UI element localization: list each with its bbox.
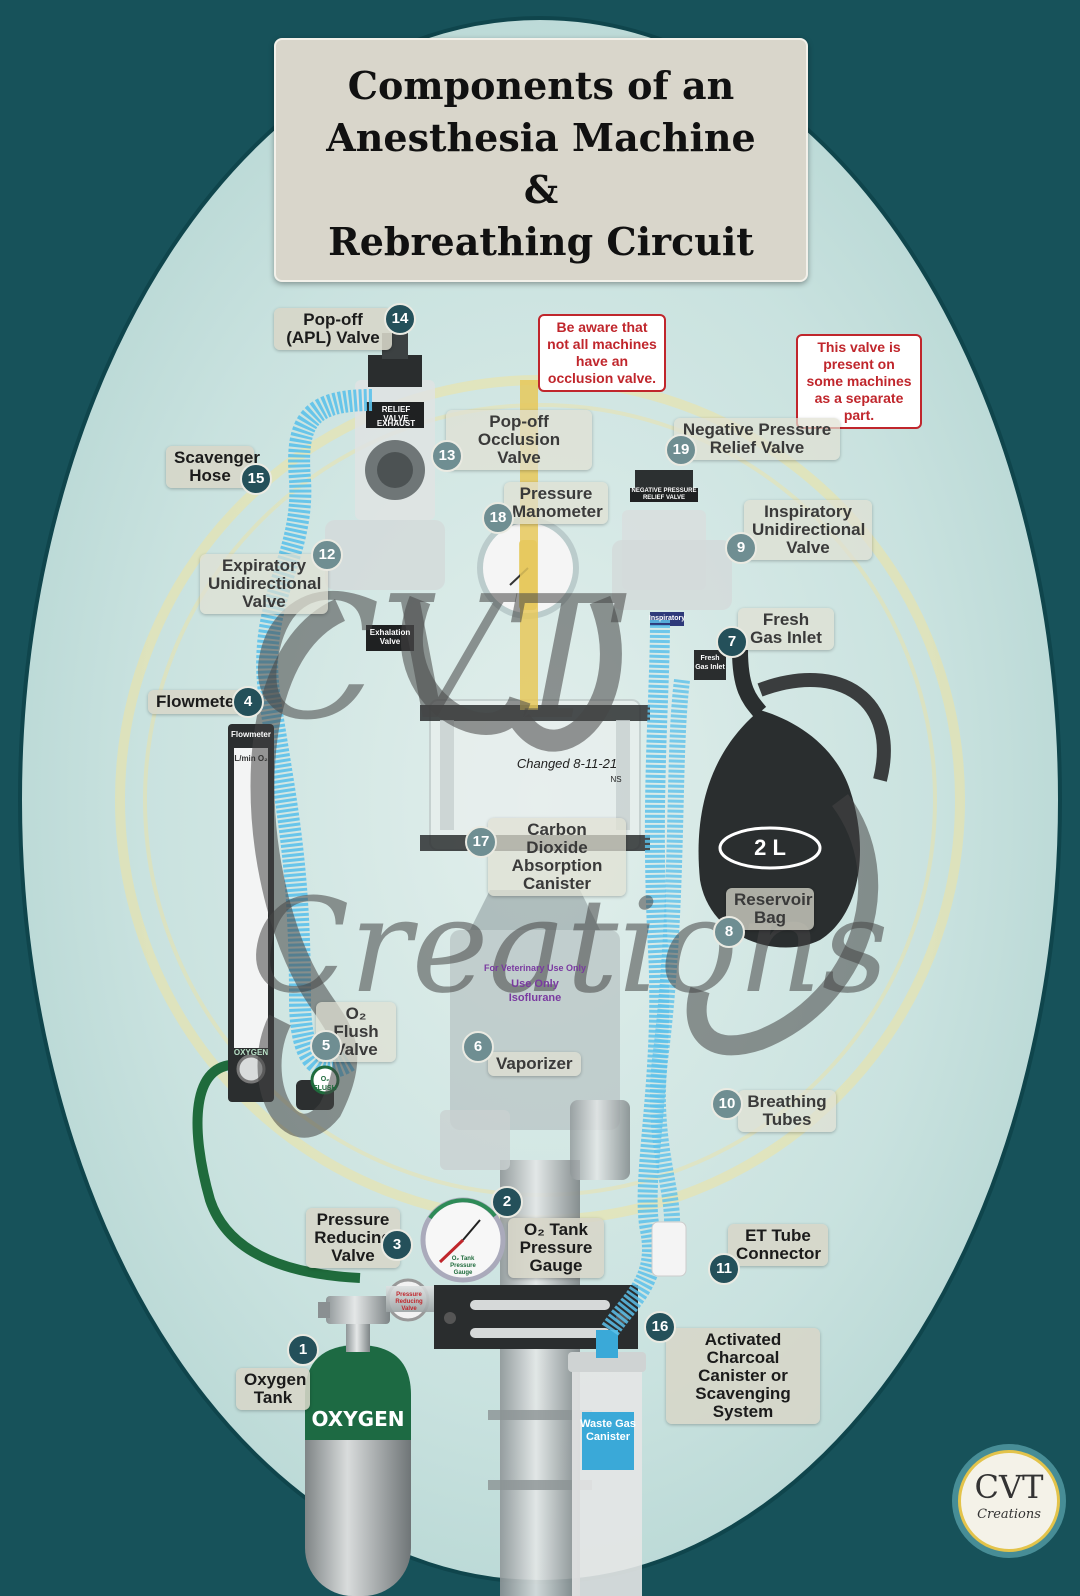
badge-6: 6 (462, 1031, 494, 1063)
label-breathing-tubes: Breathing Tubes (738, 1090, 836, 1132)
occlusion-note: Be aware that not all machines have an o… (538, 314, 666, 392)
vaporizer-use: For Veterinary Use Only (483, 963, 587, 973)
label-scavenger-hose: Scavenger Hose (166, 446, 260, 488)
label-o2-tank-pressure-gauge: O₂ Tank Pressure Gauge (508, 1218, 604, 1278)
canister-initials: NS (610, 775, 622, 784)
badge-14: 14 (384, 303, 416, 335)
badge-9: 9 (725, 532, 757, 564)
cvt-creations-logo: CVT Creations (958, 1450, 1060, 1552)
negative-pressure-tag: NEGATIVE PRESSURE RELIEF VALVE (631, 488, 697, 501)
badge-11: 11 (708, 1253, 740, 1285)
label-fresh-gas-inlet: Fresh Gas Inlet (738, 608, 834, 650)
badge-12: 12 (311, 539, 343, 571)
label-oxygen-tank: Oxygen Tank (236, 1368, 310, 1410)
title-line-2: Anesthesia Machine (326, 115, 756, 160)
logo-line2: Creations (977, 1507, 1041, 1522)
label-charcoal-canister: Activated Charcoal Canister or Scavengin… (666, 1328, 820, 1424)
flowmeter-footer: OXYGEN (233, 1048, 269, 1057)
label-flowmeter: Flowmeter (148, 690, 250, 714)
negative-pressure-note: This valve is present on some machines a… (796, 334, 922, 429)
waste-gas-canister-tag: Waste Gas Canister (580, 1418, 636, 1443)
title-line-1: Components of an (347, 63, 735, 108)
gauge-tag: O₂ Tank Pressure Gauge (450, 1256, 476, 1276)
badge-19: 19 (665, 434, 697, 466)
label-pressure-reducing-valve: Pressure Reducing Valve (306, 1208, 400, 1268)
label-et-tube-connector: ET Tube Connector (728, 1224, 828, 1266)
label-co2-absorption-canister: Carbon Dioxide Absorption Canister (488, 818, 626, 896)
exhalation-valve-tag: Exhalation Valve (369, 628, 411, 646)
label-negative-pressure-relief-valve: Negative Pressure Relief Valve (674, 418, 840, 460)
oxygen-tank (305, 1296, 411, 1596)
badge-10: 10 (711, 1088, 743, 1120)
badge-18: 18 (482, 502, 514, 534)
badge-15: 15 (240, 463, 272, 495)
title-line-4: Rebreathing Circuit (328, 219, 754, 264)
label-pop-off-apl-valve: Pop-off (APL) Valve (274, 308, 392, 350)
badge-8: 8 (713, 916, 745, 948)
relief-valve-tag: RELIEF VALVE (381, 405, 411, 423)
oxygen-tank-label: OXYGEN (311, 1407, 405, 1431)
badge-3: 3 (381, 1229, 413, 1261)
badge-4: 4 (232, 686, 264, 718)
label-reservoir-bag: Reservoir Bag (726, 888, 814, 930)
badge-7: 7 (716, 626, 748, 658)
prv-tag: Pressure Reducing Valve (395, 1292, 423, 1312)
flowmeter-units: L/min O₂ (234, 754, 268, 763)
label-inspiratory-unidirectional-valve: Inspiratory Unidirectional Valve (744, 500, 872, 560)
label-expiratory-unidirectional-valve: Expiratory Unidirectional Valve (200, 554, 328, 614)
bag-size: 2 L (754, 835, 786, 860)
fresh-gas-inlet-tag: Fresh Gas Inlet (695, 655, 725, 671)
vaporizer-agent-use: Use Only (511, 978, 559, 990)
o2-flush-tag: O₂ FLUSH (313, 1076, 337, 1092)
badge-16: 16 (644, 1311, 676, 1343)
title-line-3: & (523, 167, 559, 212)
inspiratory-tag: Inspiratory (648, 615, 686, 622)
badge-17: 17 (465, 826, 497, 858)
logo-line1: CVT (974, 1468, 1044, 1506)
label-pop-off-occlusion-valve: Pop-off Occlusion Valve (446, 410, 592, 470)
label-vaporizer: Vaporizer (488, 1052, 581, 1076)
badge-2: 2 (491, 1186, 523, 1218)
vaporizer-agent: Isoflurane (508, 992, 562, 1004)
badge-5: 5 (310, 1030, 342, 1062)
label-pressure-manometer: Pressure Manometer (504, 482, 608, 524)
canister-note: Changed 8-11-21 (516, 756, 618, 771)
badge-13: 13 (431, 440, 463, 472)
flowmeter-tag: Flowmeter (230, 730, 271, 739)
badge-1: 1 (287, 1334, 319, 1366)
exhaust-tag: EXHAUST (376, 419, 416, 428)
title-box: Components of an Anesthesia Machine & Re… (274, 38, 808, 282)
